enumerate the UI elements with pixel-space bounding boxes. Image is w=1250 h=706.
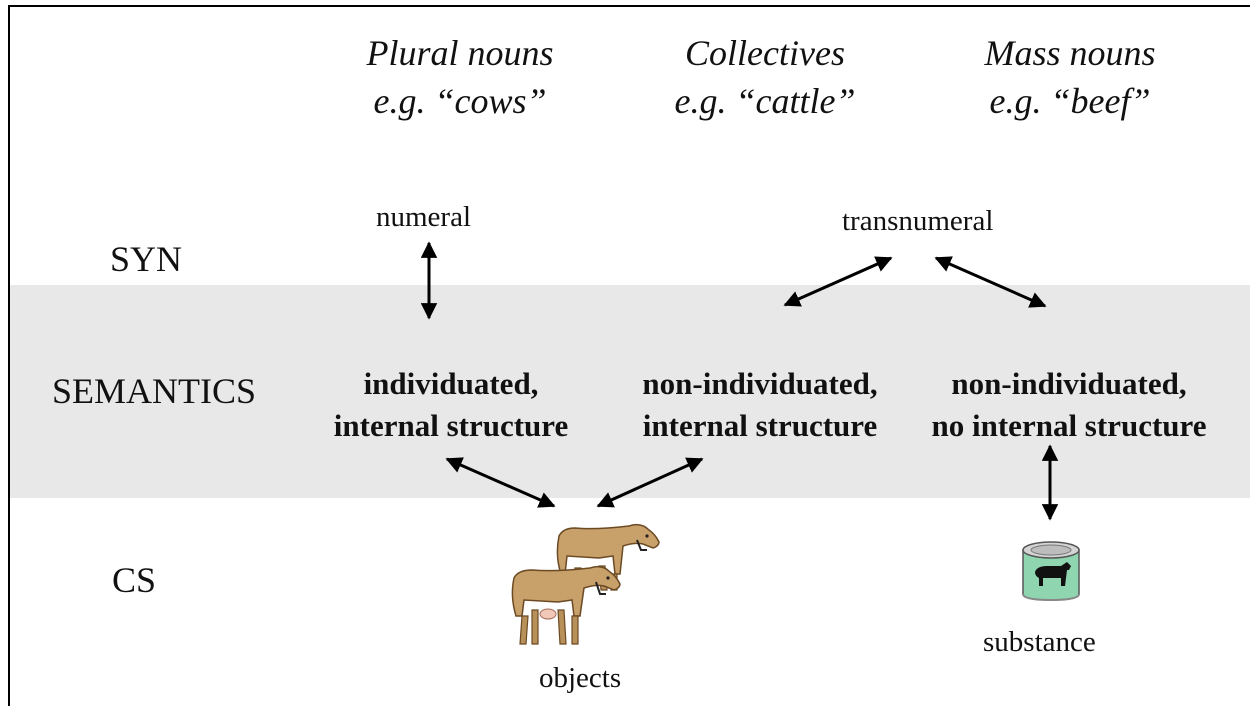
heading-collective-title: Collectives	[685, 33, 845, 73]
heading-mass-title: Mass nouns	[984, 33, 1156, 73]
semantics-plural: individuated, internal structure	[334, 363, 568, 448]
arrow-transnumeral-mass	[934, 256, 1047, 308]
semantics-collective-line1: non-individuated,	[642, 366, 878, 401]
level-label-semantics: SEMANTICS	[52, 371, 257, 411]
semantics-collective: non-individuated, internal structure	[642, 363, 877, 448]
level-label-cs: CS	[112, 560, 157, 600]
syntax-numeral: numeral	[376, 201, 472, 233]
heading-mass-example: e.g. “beef”	[989, 80, 1151, 121]
semantics-plural-line1: individuated,	[363, 366, 539, 401]
arrow-transnumeral-collective	[783, 256, 893, 307]
semantics-plural-line2: internal structure	[333, 408, 569, 444]
frame-left-border	[8, 5, 10, 706]
cs-objects-label: objects	[539, 662, 622, 694]
heading-plural-title: Plural nouns	[366, 33, 554, 73]
level-label-syn: SYN	[110, 239, 183, 279]
semantics-mass-line2: no internal structure	[931, 408, 1207, 444]
frame-top-border	[8, 5, 1250, 7]
semantics-collective-line2: internal structure	[642, 408, 878, 444]
heading-plural-example: e.g. “cows”	[373, 80, 547, 121]
syntax-transnumeral: transnumeral	[842, 205, 994, 237]
column-heading-plural: Plural nouns e.g. “cows”	[366, 30, 553, 125]
column-heading-mass: Mass nouns e.g. “beef”	[984, 30, 1155, 125]
beef-can-icon	[1022, 541, 1080, 602]
arrow-individuated-objects	[445, 457, 556, 508]
cs-substance-label: substance	[983, 626, 1096, 658]
arrow-collective-objects	[596, 457, 704, 508]
column-heading-collective: Collectives e.g. “cattle”	[675, 30, 856, 125]
heading-collective-example: e.g. “cattle”	[674, 80, 856, 121]
semantics-mass: non-individuated, no internal structure	[932, 363, 1207, 448]
semantics-mass-line1: non-individuated,	[951, 366, 1187, 401]
cow-front-icon	[511, 565, 621, 645]
